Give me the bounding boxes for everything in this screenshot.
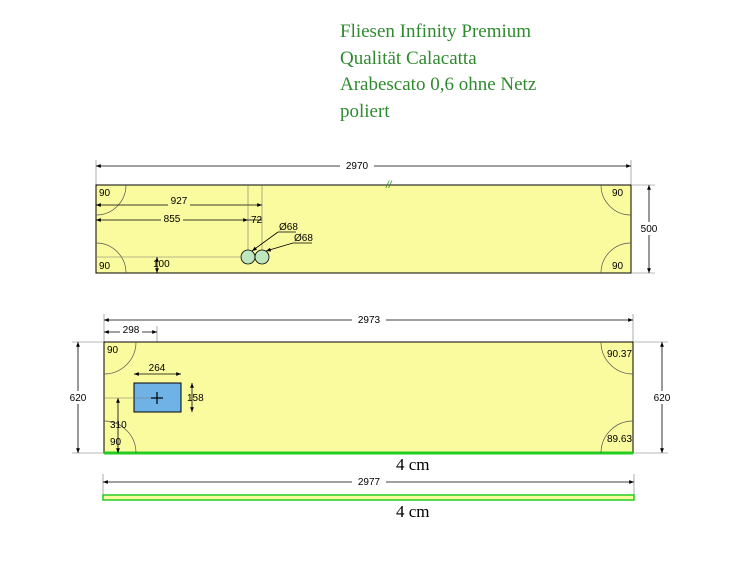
title-line-2: Qualität Calacatta <box>340 48 477 69</box>
top-width-label: 2970 <box>346 161 369 172</box>
top-corner-arc-bl <box>95 242 127 274</box>
title-line-4: poliert <box>340 101 390 122</box>
bottom-width-bg <box>352 313 386 326</box>
bottom-edge-label: 4 cm <box>396 455 430 474</box>
strip-width-bg <box>352 475 386 488</box>
bottom-corner-br-label: 89.63 <box>607 434 632 445</box>
dim-927-label: 927 <box>171 196 188 207</box>
dim-100-label: 100 <box>153 259 170 270</box>
bottom-corner-bl-label: 90 <box>110 437 122 448</box>
bottom-corner-arc-tr <box>600 341 634 375</box>
joint-mark: // <box>385 180 393 191</box>
top-corner-arc-tr <box>600 184 632 216</box>
bottom-slab-group: 2973 298 90 90 90.37 89.63 264 158 310 <box>66 313 674 474</box>
top-height-bg <box>638 222 660 235</box>
top-height-label: 500 <box>641 224 658 235</box>
bottom-corner-tr-label: 90.37 <box>607 349 632 360</box>
bottom-height-right-bg <box>650 391 674 404</box>
dim-72-label: 72 <box>251 215 263 226</box>
bottom-height-right-label: 620 <box>654 393 671 404</box>
top-corner-arc-br <box>600 242 632 274</box>
top-corner-br-label: 90 <box>612 261 624 272</box>
dim-298-label: 298 <box>123 325 140 336</box>
dim-855-bg <box>161 211 183 223</box>
top-corner-tr-label: 90 <box>612 188 624 199</box>
sink-height-label: 158 <box>187 393 204 404</box>
top-corner-bl-label: 90 <box>99 261 111 272</box>
edge-strip <box>102 494 635 501</box>
sink-width-label: 264 <box>149 363 166 374</box>
title-line-1: Fliesen Infinity Premium <box>340 21 531 42</box>
hole1-leader <box>251 231 279 252</box>
dim-855-label: 855 <box>164 214 181 225</box>
bottom-corner-arc-tl <box>103 341 137 375</box>
bottom-corner-tl-label: 90 <box>107 345 119 356</box>
sink-hole-1 <box>240 249 256 265</box>
top-corner-tl-label: 90 <box>99 188 111 199</box>
sink-hole-2 <box>254 249 270 265</box>
title-block: Fliesen Infinity Premium Qualität Calaca… <box>340 21 536 122</box>
hole1-label: Ø68 <box>279 222 298 233</box>
top-slab-group: 2970 // 90 90 90 90 927 855 72 Ø68 <box>95 159 660 274</box>
hole2-leader <box>265 242 294 252</box>
dim-298-bg <box>120 324 142 336</box>
edge-strip-group: 2977 4 cm <box>102 474 635 521</box>
bottom-corner-arc-br <box>600 420 634 454</box>
hole2-label: Ø68 <box>294 233 313 244</box>
bottom-height-left-bg <box>66 391 90 404</box>
bottom-corner-arc-bl <box>103 420 137 454</box>
bottom-height-left-label: 620 <box>70 393 87 404</box>
bottom-width-label: 2973 <box>358 315 381 326</box>
strip-width-label: 2977 <box>358 477 381 488</box>
dim-927-bg <box>168 196 190 208</box>
edge-strip-label: 4 cm <box>396 502 430 521</box>
dim-310-label: 310 <box>110 420 127 431</box>
bottom-slab <box>103 341 634 454</box>
top-width-label-bg <box>340 159 374 172</box>
title-line-3: Arabescato 0,6 ohne Netz <box>340 74 536 95</box>
